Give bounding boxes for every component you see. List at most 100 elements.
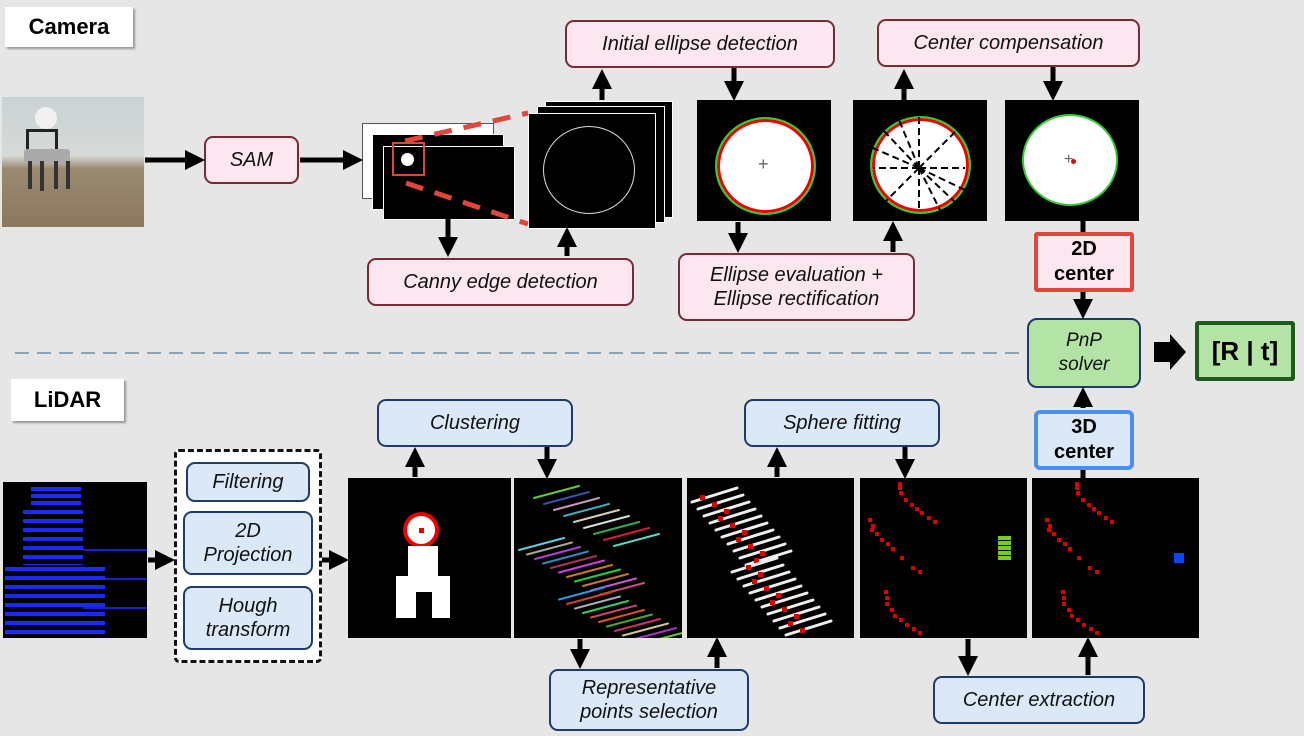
lidar-section-label: LiDAR: [11, 379, 124, 421]
rep-point: [764, 586, 769, 591]
lidar-stripes: [23, 510, 83, 565]
sphere-fit-point: [1001, 546, 1005, 550]
figure-base: [396, 576, 450, 592]
arc-point: [893, 614, 897, 618]
arc-point: [920, 511, 924, 515]
center-3d-box[interactable]: 3D center: [1034, 410, 1134, 470]
center-compensation-box[interactable]: Center compensation: [877, 19, 1140, 67]
arc-point: [880, 538, 884, 542]
sphere-fit-point: [998, 536, 1002, 540]
ellipse-fill: [715, 117, 816, 215]
arc-point: [1104, 516, 1108, 520]
representative-points-box[interactable]: Representative points selection: [549, 669, 749, 731]
rep-point: [748, 544, 753, 549]
arc-point: [898, 482, 902, 486]
sphere-fit-point: [1007, 546, 1011, 550]
figure-leg: [432, 590, 450, 618]
arc-point: [1052, 532, 1056, 536]
arc-point: [1110, 520, 1114, 524]
arc-point: [905, 623, 909, 627]
sphere-fit-point: [1001, 536, 1005, 540]
center-extraction-image: [1032, 478, 1199, 638]
center-cross-icon: +: [1064, 151, 1074, 168]
arc-point: [912, 627, 916, 631]
filtering-box[interactable]: Filtering: [186, 462, 310, 502]
ellipse-fill: [1022, 114, 1118, 206]
sphere-points: [868, 482, 1011, 635]
sphere-fit-point: [1007, 536, 1011, 540]
arc-point: [1076, 618, 1080, 622]
cluster-segment: [558, 559, 605, 574]
cluster-segment: [583, 515, 630, 529]
arc-point: [1088, 566, 1092, 570]
canny-edge-detection-box[interactable]: Canny edge detection: [367, 258, 634, 306]
result-arrow: [1154, 334, 1186, 370]
result-rt-box[interactable]: [R | t]: [1195, 321, 1295, 381]
rep-segment: [742, 570, 791, 588]
robot-body: [26, 129, 58, 159]
arc-point: [870, 528, 874, 532]
sphere-fit-point: [1004, 556, 1008, 560]
robot-leg: [40, 161, 44, 191]
cluster-segment: [582, 600, 629, 614]
lidar-stripes: [83, 522, 147, 632]
center-2d-box[interactable]: 2D center: [1034, 232, 1134, 292]
cluster-segment: [553, 497, 600, 511]
arc-point: [1077, 556, 1081, 560]
sphere-center-point: [1174, 553, 1184, 563]
rep-point: [758, 572, 763, 577]
cluster-segment: [603, 527, 650, 541]
center-compensated-image: +: [1005, 100, 1139, 221]
arc-point: [884, 590, 888, 594]
arc-point: [1095, 631, 1099, 635]
zoom-rectangle: [392, 142, 425, 176]
projection-box[interactable]: 2D Projection: [183, 511, 313, 575]
arc-point: [927, 516, 931, 520]
rep-point: [782, 607, 787, 612]
arc-point: [1061, 590, 1065, 594]
cluster-segment: [566, 591, 613, 605]
arc-point: [1092, 507, 1096, 511]
arc-point: [1087, 503, 1091, 507]
robot-leg: [66, 161, 70, 189]
rep-segment: [726, 528, 775, 546]
arc-point: [1075, 482, 1079, 486]
arc-point: [1047, 528, 1051, 532]
sphere-fitting-box[interactable]: Sphere fitting: [744, 399, 940, 447]
lidar-stripes: [31, 487, 81, 507]
arc-point: [1045, 518, 1049, 522]
camera-robot-photo: [2, 97, 144, 227]
rep-segment: [732, 535, 781, 553]
figure-leg: [396, 590, 416, 618]
sphere-fit-point: [1007, 556, 1011, 560]
initial-ellipse-detection-box[interactable]: Initial ellipse detection: [565, 20, 835, 68]
clustering-box[interactable]: Clustering: [377, 399, 573, 447]
arc-point: [871, 524, 875, 528]
sphere-fit-point: [1004, 546, 1008, 550]
rep-segment: [708, 507, 757, 525]
center-points: [1045, 482, 1184, 635]
edge-contour: [543, 126, 635, 214]
rep-segment: [748, 577, 797, 595]
arc-point: [868, 518, 872, 522]
sam-box[interactable]: SAM: [204, 136, 299, 184]
rep-segment: [714, 514, 763, 532]
rep-segment: [690, 486, 739, 504]
pnp-solver-box[interactable]: PnP solver: [1027, 318, 1141, 388]
cluster-segment: [550, 555, 597, 569]
rep-segment: [778, 612, 827, 630]
sphere-fit-point: [1004, 536, 1008, 540]
cluster-segment: [582, 573, 629, 587]
rep-segment: [696, 493, 745, 511]
cluster-segment: [543, 491, 590, 505]
ellipse-evaluation-box[interactable]: Ellipse evaluation + Ellipse rectificati…: [678, 253, 915, 321]
center-extraction-box[interactable]: Center extraction: [933, 676, 1145, 724]
rep-point: [788, 621, 793, 626]
center-point: [1071, 159, 1076, 164]
hough-transform-box[interactable]: Hough transform: [183, 586, 313, 650]
cluster-segment: [542, 550, 589, 565]
cluster-segment: [526, 541, 573, 556]
arc-point: [1089, 627, 1093, 631]
canny-edge-image: [528, 113, 656, 229]
sphere-fit-point: [998, 556, 1002, 560]
